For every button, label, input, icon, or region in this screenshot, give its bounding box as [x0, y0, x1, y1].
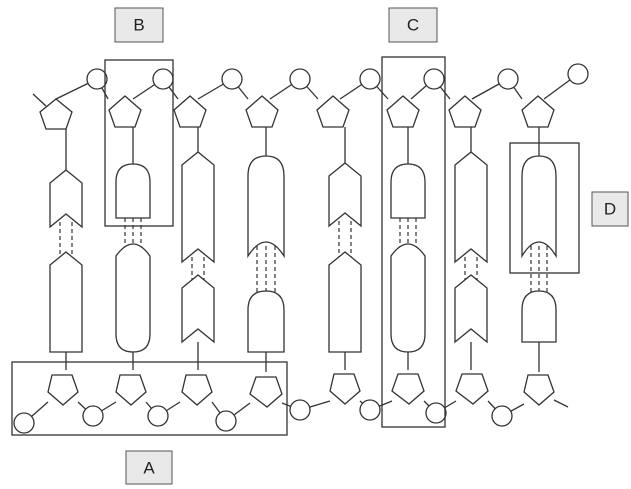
base-bullet: [247, 290, 285, 353]
top-phosphate: [497, 68, 519, 90]
top-sugar: [173, 95, 207, 128]
base-tall-bullet: [521, 155, 557, 259]
base-chevron: [328, 162, 362, 228]
base-chevron: [454, 151, 488, 264]
bottom-phosphate: [491, 405, 513, 427]
bottom-phosphate: [359, 399, 381, 421]
label-b-text: B: [133, 16, 144, 35]
base-cup: [390, 243, 426, 353]
base-cup: [115, 243, 151, 353]
top-phosphate: [86, 68, 108, 90]
bottom-sugar: [181, 374, 213, 406]
label-d: D: [591, 191, 629, 227]
bottom-sugar: [249, 376, 283, 408]
top-sugar: [521, 95, 555, 128]
bottom-sugar: [47, 374, 79, 406]
bottom-phosphate: [289, 399, 311, 421]
top-sugar: [108, 95, 142, 128]
label-a-text: A: [143, 459, 155, 478]
top-sugars: [39, 95, 555, 130]
top-phosphates: [86, 63, 589, 90]
top-sugar: [245, 95, 279, 128]
bottom-sugar: [523, 374, 555, 406]
top-phosphate: [289, 68, 311, 90]
base-chevron: [454, 274, 488, 344]
top-bases: [49, 151, 557, 264]
bottom-sugar: [391, 373, 425, 405]
base-tall-bullet: [247, 155, 285, 259]
bottom-sugar: [455, 373, 489, 405]
hydrogen-bonds: [59, 218, 548, 296]
top-sugar: [39, 98, 73, 130]
label-a: A: [125, 450, 173, 485]
bottom-sugar: [115, 374, 147, 406]
bottom-phosphate: [425, 402, 447, 424]
bottom-sugar: [329, 373, 361, 405]
bottom-phosphate: [82, 405, 104, 427]
bottom-phosphate: [13, 412, 35, 434]
bottom-phosphate: [147, 405, 169, 427]
base-bullet: [390, 163, 426, 219]
bottom-sugars: [47, 373, 555, 408]
top-phosphate: [567, 63, 589, 85]
top-sugar: [316, 95, 350, 128]
label-b: B: [114, 7, 164, 43]
top-phosphate: [359, 68, 381, 90]
base-chevron: [181, 151, 215, 264]
top-sugar: [386, 95, 420, 128]
base-bullet: [115, 163, 151, 219]
frame-c: [381, 56, 446, 428]
frame-b: [104, 59, 174, 227]
bottom-phosphate: [215, 410, 237, 432]
bottom-bases: [49, 243, 557, 353]
top-phosphate: [423, 68, 445, 90]
base-chevron: [49, 169, 83, 229]
frame-d: [509, 142, 580, 274]
bottom-phosphates: [13, 399, 513, 434]
top-connectors: [65, 127, 540, 170]
top-sugar: [448, 95, 482, 128]
base-chevron: [181, 274, 215, 344]
label-c: C: [388, 7, 438, 43]
base-pointed: [328, 251, 362, 353]
label-c-text: C: [407, 16, 419, 35]
base-bullet: [521, 290, 557, 343]
top-phosphate: [221, 68, 243, 90]
frame-a: [11, 361, 288, 436]
top-phosphate: [152, 68, 174, 90]
label-d-text: D: [604, 200, 616, 219]
base-pointed: [49, 251, 83, 353]
